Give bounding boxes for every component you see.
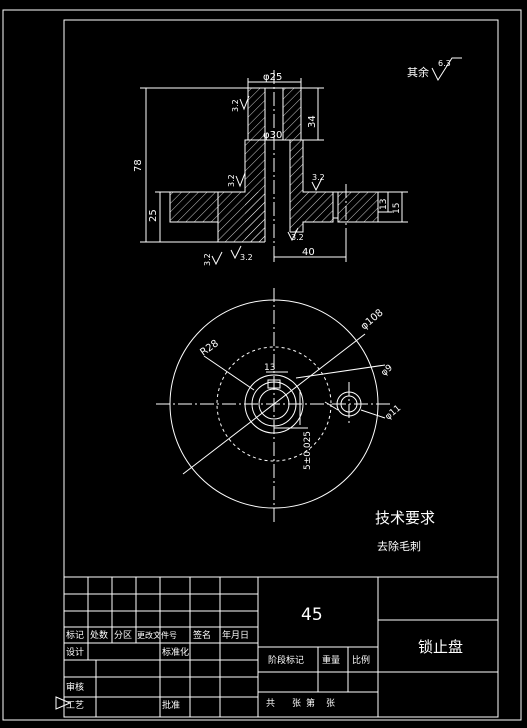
leader-r28	[203, 355, 255, 391]
dim-d30: φ30	[263, 130, 282, 141]
bolt-circle	[216, 346, 332, 462]
tb-zhang2: 张	[326, 698, 335, 709]
tb-fenqu: 分区	[114, 630, 132, 641]
roughness-rest-label: 其余	[407, 65, 429, 79]
dim-h15: 15	[392, 203, 402, 214]
tb-zhang1: 张	[292, 698, 301, 709]
tb-pizhun: 批准	[162, 699, 180, 711]
tb-qianming: 签名	[193, 629, 211, 641]
tb-sheji: 设计	[66, 646, 84, 658]
roughness-value: 3.2	[291, 233, 304, 242]
tb-jieduan: 阶段标记	[268, 654, 304, 666]
roughness-rest-symbol	[431, 57, 462, 82]
section-view	[140, 70, 408, 266]
title-block	[55, 576, 499, 718]
leader-d108	[182, 333, 366, 475]
dim-h78: 78	[133, 159, 144, 172]
hatch-regions	[170, 88, 378, 242]
tb-bili: 比例	[352, 654, 370, 666]
section-dimension-lines	[140, 78, 408, 262]
tb-chushu: 处数	[90, 629, 108, 641]
tb-di: 第	[306, 697, 315, 709]
material: 45	[301, 605, 323, 625]
roughness-value: 3.2	[312, 173, 325, 182]
plan-view	[156, 288, 392, 522]
roughness-rest-value: 6.3	[438, 59, 451, 68]
dim-d108: φ108	[359, 307, 386, 332]
dim-h25: 25	[148, 209, 159, 222]
roughness-value: 3.2	[231, 99, 240, 112]
general-roughness-note: 其余 6.3	[407, 57, 462, 82]
tech-requirements-title: 技术要求	[375, 509, 435, 527]
dim-h34: 34	[307, 115, 318, 128]
part-name: 锁止盘	[418, 638, 463, 656]
dim-tolerance: 5±0.025	[303, 431, 313, 470]
dim-h13: 13	[379, 199, 389, 210]
roughness-value: 3.2	[203, 253, 212, 266]
tb-shenhe: 审核	[66, 681, 84, 693]
tb-gengai: 更改文件号	[137, 630, 177, 640]
roughness-symbols	[211, 95, 323, 266]
tb-zhongliang: 重量	[322, 654, 340, 666]
dim-w13: 13	[264, 363, 275, 373]
dim-d11: φ11	[384, 403, 404, 422]
tb-biaozhunhua: 标准化	[162, 646, 189, 658]
roughness-value: 3.2	[227, 174, 236, 187]
section-outline	[169, 70, 379, 262]
tb-nianyueri: 年月日	[222, 629, 249, 641]
tb-biaoji: 标记	[66, 629, 84, 641]
dim-r28: R28	[198, 338, 220, 358]
roughness-value: 3.2	[240, 253, 253, 262]
leader-d9	[295, 364, 386, 379]
dim-d25: φ25	[263, 72, 282, 83]
dim-w40: 40	[302, 247, 315, 258]
tb-gongyi: 工艺	[66, 700, 84, 711]
tb-gong: 共	[266, 698, 275, 709]
tech-requirements-item: 去除毛刺	[377, 539, 421, 553]
